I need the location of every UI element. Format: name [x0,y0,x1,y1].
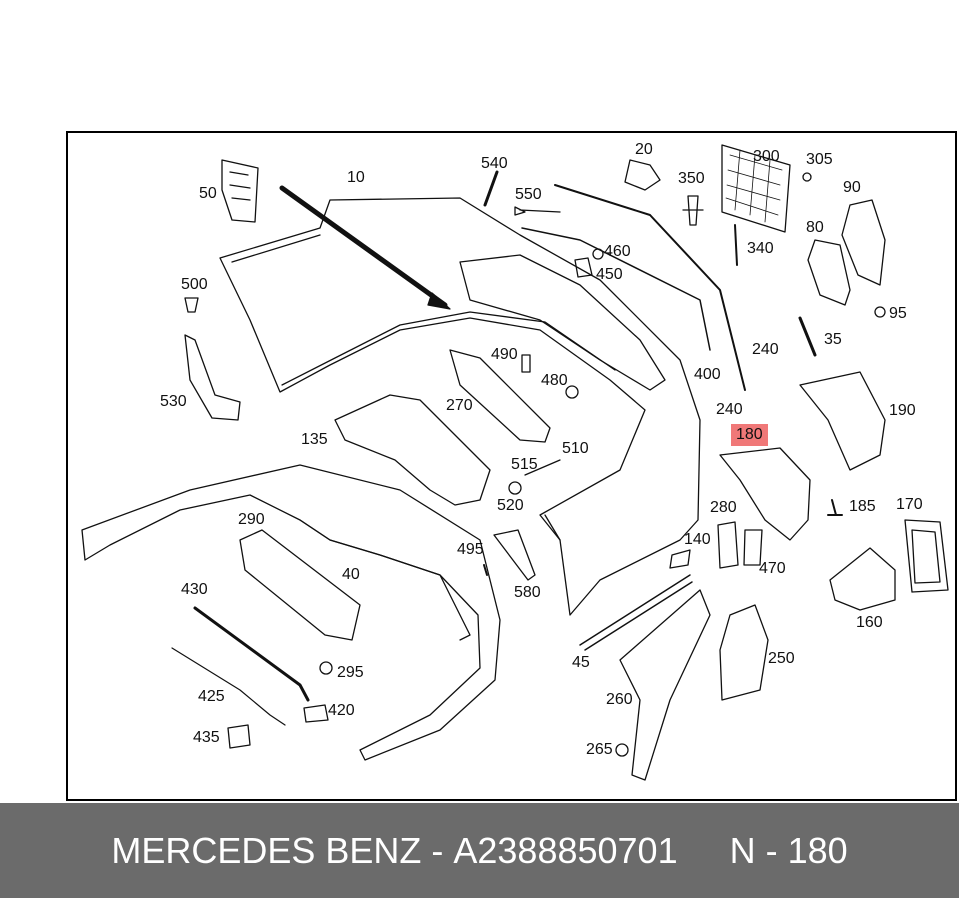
part-label-540: 540 [481,155,508,172]
part-label-550: 550 [515,186,542,203]
part-label-240-lower: 240 [716,401,743,418]
part-label-420: 420 [328,702,355,719]
part-label-270: 270 [446,397,473,414]
part-label-10: 10 [347,169,365,186]
part-label-160: 160 [856,614,883,631]
grille-300 [721,144,791,233]
part-label-300: 300 [753,148,780,165]
pointer-arrow [279,185,448,308]
part-label-295: 295 [337,664,364,681]
part-label-480: 480 [541,372,568,389]
part-label-510: 510 [562,440,589,457]
part-label-250: 250 [768,650,795,667]
part-label-460: 460 [604,243,631,260]
part-label-580: 580 [514,584,541,601]
part-label-400: 400 [694,366,721,383]
part-label-265: 265 [586,741,613,758]
part-label-340: 340 [747,240,774,257]
part-label-40: 40 [342,566,360,583]
footer-bar: MERCEDES BENZ - A2388850701 N - 180 [0,803,959,898]
part-label-500: 500 [181,276,208,293]
part-label-260: 260 [606,691,633,708]
footer-caption: MERCEDES BENZ - A2388850701 N - 180 [0,803,959,898]
part-label-135: 135 [301,431,328,448]
part-label-450: 450 [596,266,623,283]
part-label-280: 280 [710,499,737,516]
part-50 [221,159,259,223]
bumper-cover [219,197,701,616]
bracket-190 [799,371,886,471]
part-label-190: 190 [889,402,916,419]
brand-name: MERCEDES BENZ [111,829,422,871]
part-label-240-upper: 240 [752,341,779,358]
diagram-frame [66,131,957,801]
part-label-530: 530 [160,393,187,410]
part-label-495: 495 [457,541,484,558]
caption-separator: - [421,829,454,871]
part-label-170: 170 [896,496,923,513]
part-label-95: 95 [889,305,907,322]
part-label-305: 305 [806,151,833,168]
part-label-50: 50 [199,185,217,202]
part-label-430: 430 [181,581,208,598]
part-label-290: 290 [238,511,265,528]
lower-diffuser [81,464,501,761]
part-label-470: 470 [759,560,786,577]
part-label-180-highlighted[interactable]: 180 [731,424,768,446]
part-label-80: 80 [806,219,824,236]
part-label-35: 35 [824,331,842,348]
position-number: N - 180 [729,829,848,871]
part-label-515: 515 [511,456,538,473]
part-label-185: 185 [849,498,876,515]
part-label-140: 140 [684,531,711,548]
part-label-425: 425 [198,688,225,705]
part-label-90: 90 [843,179,861,196]
part-label-350: 350 [678,170,705,187]
part-number: A2388850701 [453,829,678,871]
part-label-45: 45 [572,654,590,671]
part-label-435: 435 [193,729,220,746]
bracket-180 [719,447,811,541]
part-label-490: 490 [491,346,518,363]
part-label-20: 20 [635,141,653,158]
part-label-520: 520 [497,497,524,514]
